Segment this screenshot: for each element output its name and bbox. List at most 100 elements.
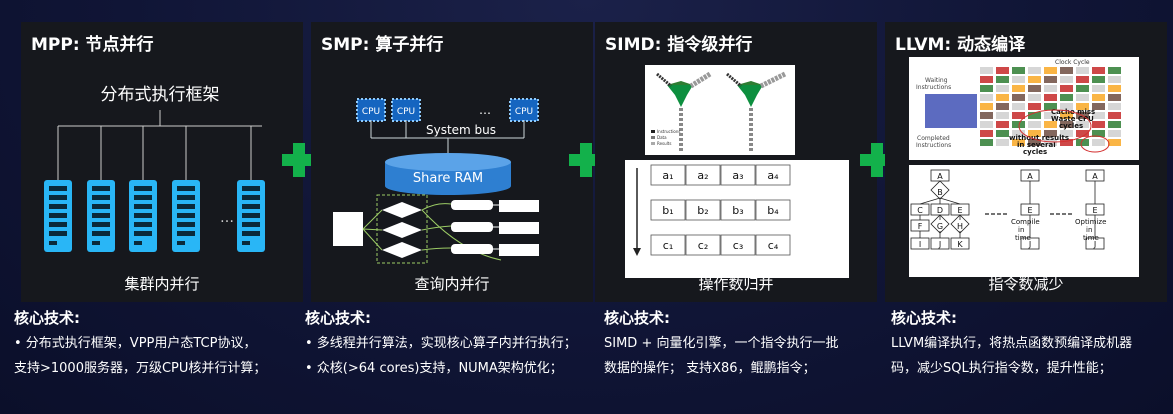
server-icon [172,180,200,252]
svg-text:A: A [1092,172,1098,181]
server-rack-group [44,180,265,252]
smp-description: 核心技术: • 多线程并行算法，实现核心算子内并行执行； • 众核(>64 co… [305,306,577,381]
matrix-cell: a₂ [685,164,721,186]
svg-text:a₂: a₂ [697,169,708,182]
graph-node: F [910,219,930,232]
matrix-cell: c₂ [685,234,721,256]
pipeline-cell [1060,103,1073,110]
pipeline-cell [1092,76,1105,83]
pipeline-cell [980,85,993,92]
pipeline-cell [1092,121,1105,128]
description-line: • 多线程并行算法，实现核心算子内并行执行； [305,336,577,351]
svg-text:E: E [957,206,962,215]
pipeline-cell [1076,76,1089,83]
pipeline-cell [1092,130,1105,137]
server-icon [129,180,157,252]
graph-node: E [1085,203,1105,216]
simd-description: 核心技术: SIMD + 向量化引擎，一个指令执行一批 数据的操作； 支持X86… [604,306,838,381]
pipeline-cell [980,130,993,137]
simd-unit-left [656,71,712,152]
matrix-cell: b₄ [755,199,791,221]
graph-node: E [950,203,970,216]
description-heading: 核心技术: [305,309,371,327]
graph-node: E [1020,203,1040,216]
pipeline-cell [1044,103,1057,110]
graph-node: C [910,203,930,216]
description-line: LLVM编译执行，将热点函数预编译成机器 [891,336,1133,351]
pipeline-cell [1092,94,1105,101]
svg-text:Instructions: Instructions [657,129,681,134]
llvm-description: 核心技术: LLVM编译执行，将热点函数预编译成机器 码，减少SQL执行指令数，… [891,306,1132,381]
matrix-cell: b₁ [650,199,686,221]
pipeline-cell [1092,67,1105,74]
pipeline-cell [980,139,993,146]
pipeline-cell [1012,130,1025,137]
svg-text:E: E [1092,206,1097,215]
pipeline-cell [1076,130,1089,137]
graph-node: J [930,237,950,250]
pipeline-cell [1076,67,1089,74]
svg-text:cycles: cycles [1059,122,1083,130]
svg-text:Optimize: Optimize [1075,218,1106,226]
svg-text:Data: Data [657,135,667,140]
pipeline-cell [1108,85,1121,92]
svg-text:in several: in several [1017,141,1056,149]
graph-node: A [930,169,950,182]
simd-unit-right [726,71,787,152]
mpp-diagram: 分布式执行框架 … [44,85,265,252]
pipeline-cell [1076,94,1089,101]
pipeline-cell [1076,139,1089,146]
pipeline-cell [1028,76,1041,83]
svg-text:D: D [937,206,943,215]
clock-cycle-label: Clock Cycle [1055,59,1090,66]
pipeline-cell [996,121,1009,128]
pipeline-cell [1028,67,1041,74]
pipeline-cell [1028,85,1041,92]
svg-text:Instructions: Instructions [916,142,951,149]
svg-text:a₃: a₃ [732,169,743,182]
pipeline-cell [1108,94,1121,101]
server-icon [44,180,72,252]
pipeline-cell [980,121,993,128]
pipeline-cell [1044,67,1057,74]
description-line: 码，减少SQL执行指令数，提升性能； [891,361,1112,376]
pipeline-cell [1028,103,1041,110]
pipeline-cell [1028,121,1041,128]
svg-text:Waiting: Waiting [925,77,948,84]
panel-title: LLVM: 动态编译 [895,35,1026,55]
pipeline-cell [1060,139,1073,146]
pipeline-cell [1092,139,1105,146]
operator-flow [333,194,539,264]
svg-text:c₃: c₃ [733,239,743,252]
matrix-cell: a₃ [720,164,756,186]
svg-text:without results: without results [1009,134,1069,142]
matrix-cell: c₃ [720,234,756,256]
pipeline-cell [1044,130,1057,137]
matrix-cell: b₂ [685,199,721,221]
matrix-cell: c₁ [650,234,686,256]
svg-text:Completed: Completed [917,135,950,142]
svg-text:A: A [1027,172,1033,181]
pipeline-cell [1044,139,1057,146]
pipeline-cell [996,112,1009,119]
pipeline-cell [1108,67,1121,74]
mpp-description: 核心技术: • 分布式执行框架，VPP用户态TCP协议， 支持>1000服务器，… [14,306,266,381]
panel-title: SIMD: 指令级并行 [605,35,753,55]
svg-text:F: F [918,222,923,231]
mpp-panel: MPP: 节点并行 分布式执行框架 … 集群内并行 [21,22,303,302]
svg-text:c₄: c₄ [768,239,779,252]
svg-text:H: H [957,222,963,231]
pipeline-cell [1044,76,1057,83]
pipeline-cell [1076,85,1089,92]
svg-text:B: B [937,188,943,197]
svg-text:Waste CPU: Waste CPU [1051,115,1094,123]
svg-text:a₁: a₁ [662,169,673,182]
svg-text:J: J [938,240,941,249]
pipeline-cell [1012,112,1025,119]
pipeline-cell [1060,112,1073,119]
pipeline-cell [1060,76,1073,83]
compile-figure-bg [909,165,1139,277]
panel-caption: 集群内并行 [124,275,200,293]
